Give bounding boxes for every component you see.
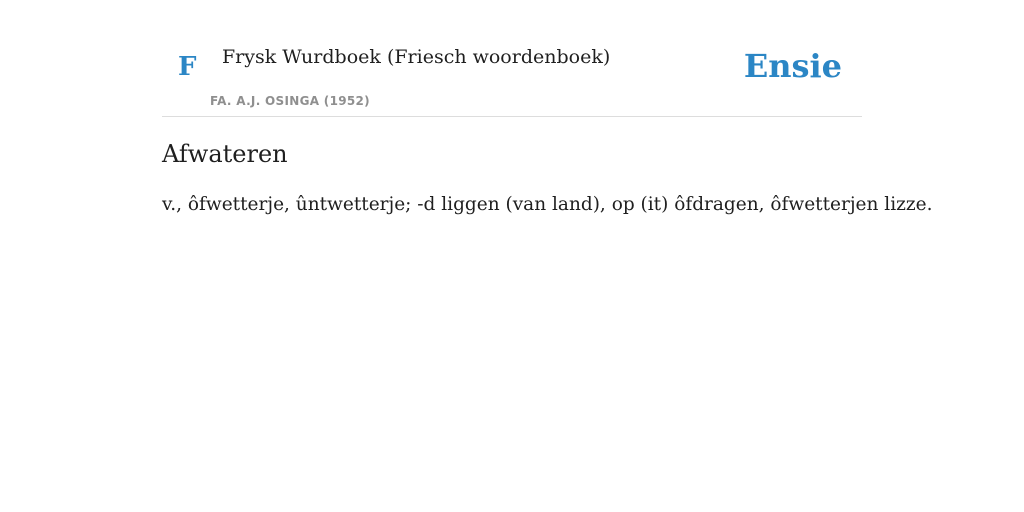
entry-definition: v., ôfwetterje, ûntwetterje; -d liggen (…	[162, 194, 933, 215]
entry-title: Afwateren	[162, 140, 288, 168]
dictionary-author: FA. A.J. OSINGA (1952)	[210, 94, 370, 108]
dictionary-logo[interactable]: F	[178, 52, 197, 82]
dictionary-title[interactable]: Frysk Wurdboek (Friesch woordenboek)	[222, 46, 611, 68]
brand-logo-link[interactable]: Ensie	[743, 47, 842, 85]
page: F Frysk Wurdboek (Friesch woordenboek) F…	[162, 0, 932, 215]
header: F Frysk Wurdboek (Friesch woordenboek) F…	[162, 0, 862, 117]
